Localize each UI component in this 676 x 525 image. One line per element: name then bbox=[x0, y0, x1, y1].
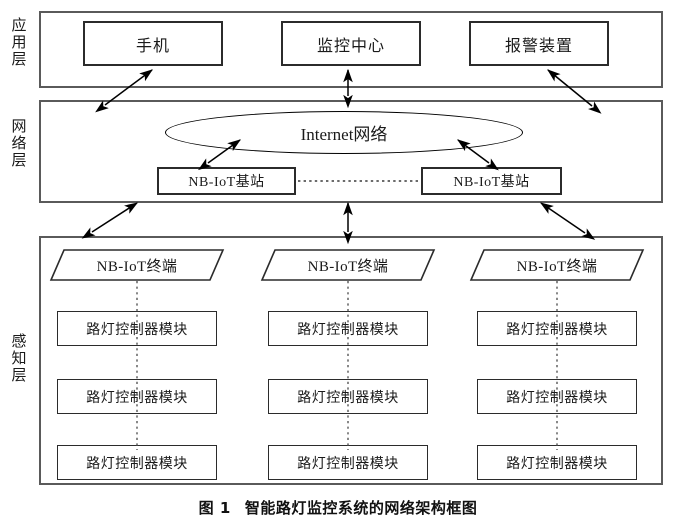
internet-network-cloud[interactable]: Internet网络 bbox=[165, 111, 523, 154]
layer-label-application-char-2: 用 bbox=[11, 33, 27, 51]
nb-iot-base-station-left-box[interactable]: NB-IoT基站 bbox=[157, 167, 296, 195]
nb-iot-terminal-2[interactable]: NB-IoT终端 bbox=[260, 249, 436, 281]
layer-label-perception-char-1: 感 bbox=[11, 332, 27, 350]
street-lamp-controller-module-3-1[interactable]: 路灯控制器模块 bbox=[477, 311, 637, 346]
layer-label-application-char-1: 应 bbox=[11, 16, 27, 34]
street-lamp-controller-module-3-2[interactable]: 路灯控制器模块 bbox=[477, 379, 637, 414]
layer-label-application-char-3: 层 bbox=[11, 50, 27, 68]
alarm-device-box[interactable]: 报警装置 bbox=[469, 21, 609, 66]
connector-network-to-perception-3 bbox=[540, 202, 596, 240]
layer-label-network-char-3: 层 bbox=[11, 151, 27, 169]
street-lamp-controller-module-2-3[interactable]: 路灯控制器模块 bbox=[268, 445, 428, 480]
monitoring-center-box[interactable]: 监控中心 bbox=[281, 21, 421, 66]
figure-caption-text: 智能路灯监控系统的网络架构框图 bbox=[244, 499, 478, 517]
street-lamp-controller-module-1-2[interactable]: 路灯控制器模块 bbox=[57, 379, 217, 414]
nb-iot-base-station-right-box[interactable]: NB-IoT基站 bbox=[421, 167, 562, 195]
layer-label-perception-char-2: 知 bbox=[11, 349, 27, 367]
figure-caption-number: 图 1 bbox=[198, 499, 231, 517]
mobile-phone-box[interactable]: 手机 bbox=[83, 21, 223, 66]
figure-caption: 图 1 智能路灯监控系统的网络架构框图 bbox=[0, 497, 676, 518]
layer-label-perception-char-3: 层 bbox=[11, 366, 27, 384]
layer-label-network-char-2: 络 bbox=[11, 134, 27, 152]
street-lamp-controller-module-1-1[interactable]: 路灯控制器模块 bbox=[57, 311, 217, 346]
nb-iot-terminal-1[interactable]: NB-IoT终端 bbox=[49, 249, 225, 281]
street-lamp-controller-module-3-3[interactable]: 路灯控制器模块 bbox=[477, 445, 637, 480]
street-lamp-controller-module-2-2[interactable]: 路灯控制器模块 bbox=[268, 379, 428, 414]
layer-label-network: 网 络 层 bbox=[4, 118, 34, 169]
connector-network-to-perception-1 bbox=[81, 202, 139, 239]
layer-label-perception: 感 知 层 bbox=[4, 333, 34, 384]
nb-iot-terminal-3[interactable]: NB-IoT终端 bbox=[469, 249, 645, 281]
street-lamp-controller-module-2-1[interactable]: 路灯控制器模块 bbox=[268, 311, 428, 346]
layer-label-application: 应 用 层 bbox=[4, 17, 34, 68]
street-lamp-controller-module-1-3[interactable]: 路灯控制器模块 bbox=[57, 445, 217, 480]
layer-label-network-char-1: 网 bbox=[11, 117, 27, 135]
